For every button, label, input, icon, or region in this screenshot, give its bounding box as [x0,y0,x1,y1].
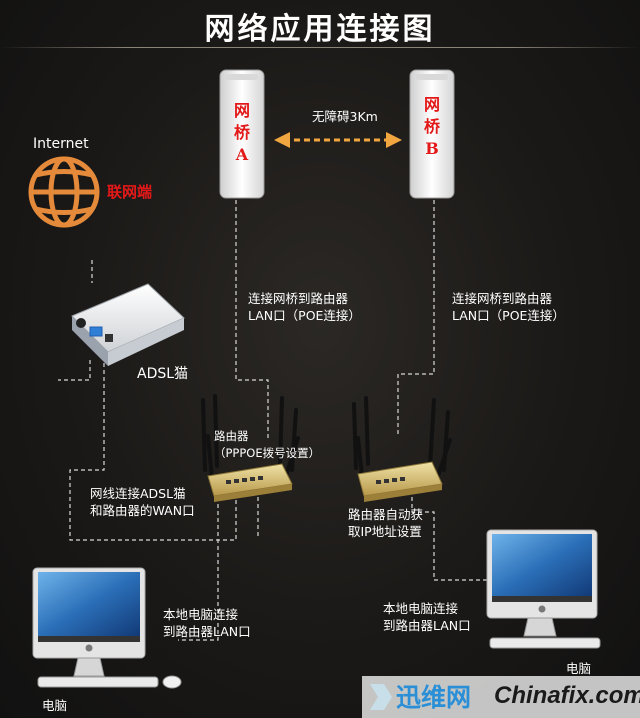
watermark-banner [362,676,640,718]
router-right-to-pc-line [411,490,492,581]
pc-right-label: 电脑 [566,661,592,676]
link-distance-label: 无障碍3Km [312,109,378,124]
router-left-device [201,394,300,502]
bridge-b-device [409,69,455,199]
router-right-device [352,396,452,502]
watermark-en-text: Chinafix.com [494,682,640,709]
router-left-to-pc-line [178,490,259,641]
router-left-label: 路由器（PPPOE拨号设置） [214,429,321,460]
internet-globe-icon [28,156,100,228]
title-divider [0,47,640,48]
watermark-cn-text: 迅维网 [396,683,472,712]
wan-connection-note: 网线连接ADSL猫和路由器的WAN口 [90,486,195,518]
router-right-label: 路由器自动获取IP地址设置 [348,507,424,539]
adsl-wan-to-router-line [69,342,237,541]
pc-right-device [486,529,601,649]
pc-left-label: 电脑 [42,698,68,713]
bridge-a-to-router-line [235,200,269,440]
connection-lines [58,200,492,641]
bridge-a-device [219,69,265,199]
bridge-b-to-router-line [397,200,435,435]
internet-label: Internet [33,136,89,152]
wireless-link-arrow [274,132,402,148]
pc-right-connection-note: 本地电脑连接到路由器LAN口 [383,601,471,633]
pc-left-connection-note: 本地电脑连接到路由器LAN口 [163,607,251,639]
page-title: 网络应用连接图 [204,12,436,47]
adsl-to-router-left-line [58,360,91,381]
pc-left-device [32,567,182,689]
internet-endpoint-label: 联网端 [107,183,153,201]
adsl-modem-label: ADSL猫 [137,366,189,382]
adsl-modem-device [71,283,185,366]
